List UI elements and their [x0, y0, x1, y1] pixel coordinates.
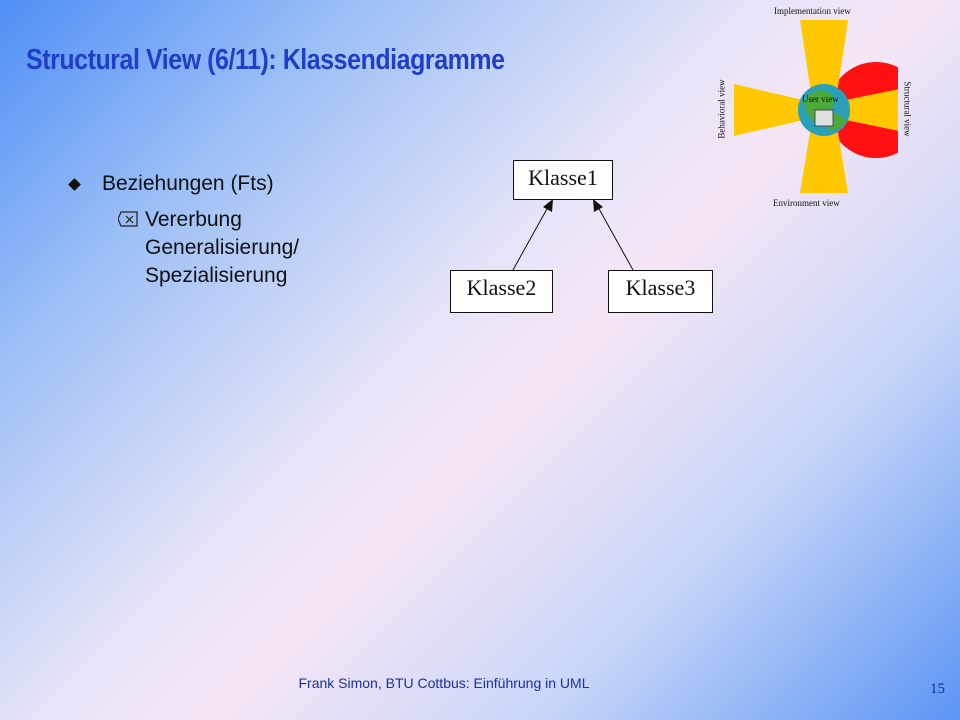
structural-view-label: Structural view — [902, 81, 913, 137]
bullet-list: Beziehungen (Fts) Vererbung Generalisier… — [68, 170, 400, 290]
behavioral-view-label: Behavioral view — [716, 79, 727, 139]
class-diagram: Klasse1 Klasse2 Klasse3 — [440, 150, 730, 320]
diamond-bullet-icon — [68, 178, 81, 191]
class-box-klasse1: Klasse1 — [513, 160, 613, 200]
user-view-label: User view — [802, 94, 839, 104]
sub-bullet-line: Generalisierung/ — [145, 236, 300, 259]
sub-bullet-line: Vererbung — [145, 208, 242, 231]
slide-footer: Frank Simon, BTU Cottbus: Einführung in … — [298, 675, 590, 691]
bullet-text: Beziehungen (Fts) — [102, 172, 274, 195]
page-number: 15 — [930, 681, 945, 697]
class-box-klasse3: Klasse3 — [608, 270, 713, 313]
bullet-item: Beziehungen (Fts) — [68, 170, 400, 198]
views-petals — [734, 20, 898, 193]
sub-bullet-item: Vererbung Generalisierung/ Spezialisieru… — [70, 206, 400, 290]
slide-title: Structural View (6/11): Klassendiagramme — [26, 44, 505, 76]
class-box-klasse2: Klasse2 — [450, 270, 553, 313]
inheritance-arrows — [512, 199, 634, 271]
implementation-view-label: Implementation view — [774, 6, 851, 16]
environment-view-label: Environment view — [773, 198, 840, 208]
erase-bullet-icon — [118, 211, 138, 227]
uml-views-graphic: Implementation view Environment view Beh… — [716, 0, 913, 215]
sub-bullet-line: Spezialisierung — [145, 264, 288, 287]
